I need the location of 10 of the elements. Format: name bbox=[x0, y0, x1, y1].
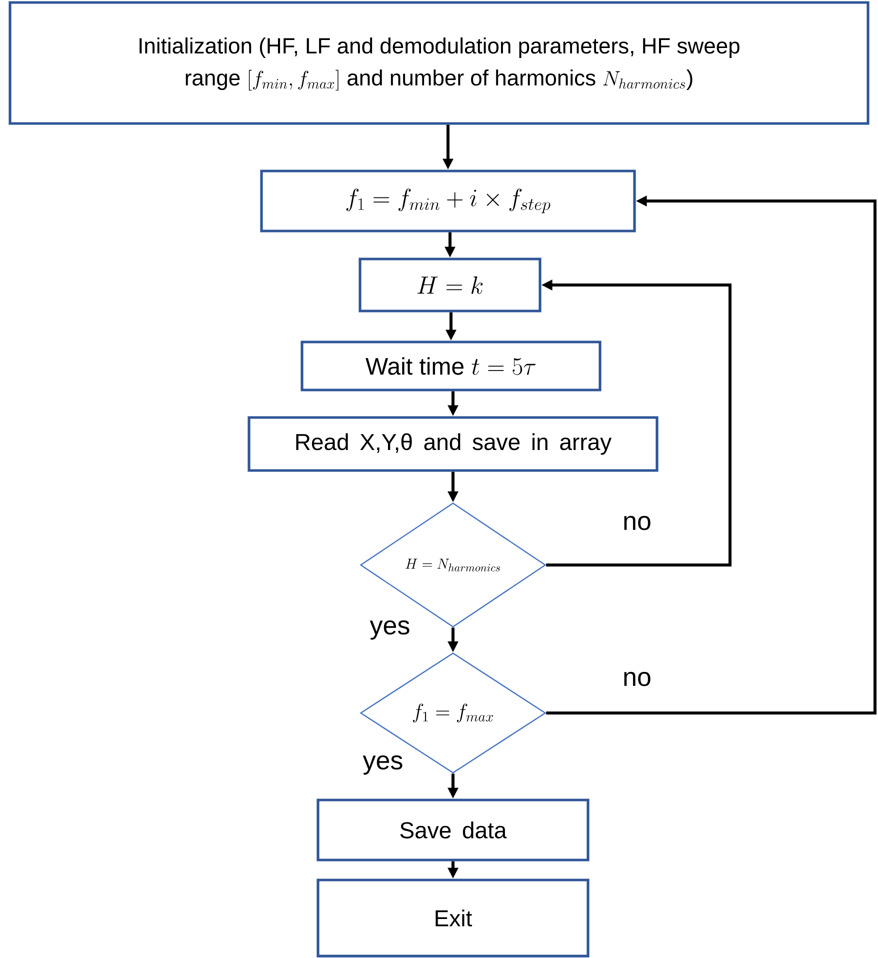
edge-label: no bbox=[622, 670, 652, 688]
edge-label: yes bbox=[362, 754, 404, 776]
process-box: $H = k$ bbox=[358, 258, 542, 312]
process-box: Save data bbox=[316, 798, 590, 862]
edge-label: no bbox=[622, 514, 652, 532]
process-box: Read X,Y,θ and save in array bbox=[248, 416, 658, 472]
process-box: Exit bbox=[316, 878, 590, 958]
process-box: $\text{Wait time }t = 5\tau$ bbox=[300, 340, 602, 392]
process-box: $f_1 = f_{min} + i \times f_{step}$ bbox=[260, 170, 636, 232]
process-box: $\begin{array}{c}\text{Initialization (HF, LF and demodulation parameters, HF sweep}\\ \text{range }[f_{min}, f_{max}]\text{ and number of harmonics }N_{harmonics}\text{)}\end{array}$ bbox=[8, 1, 870, 125]
